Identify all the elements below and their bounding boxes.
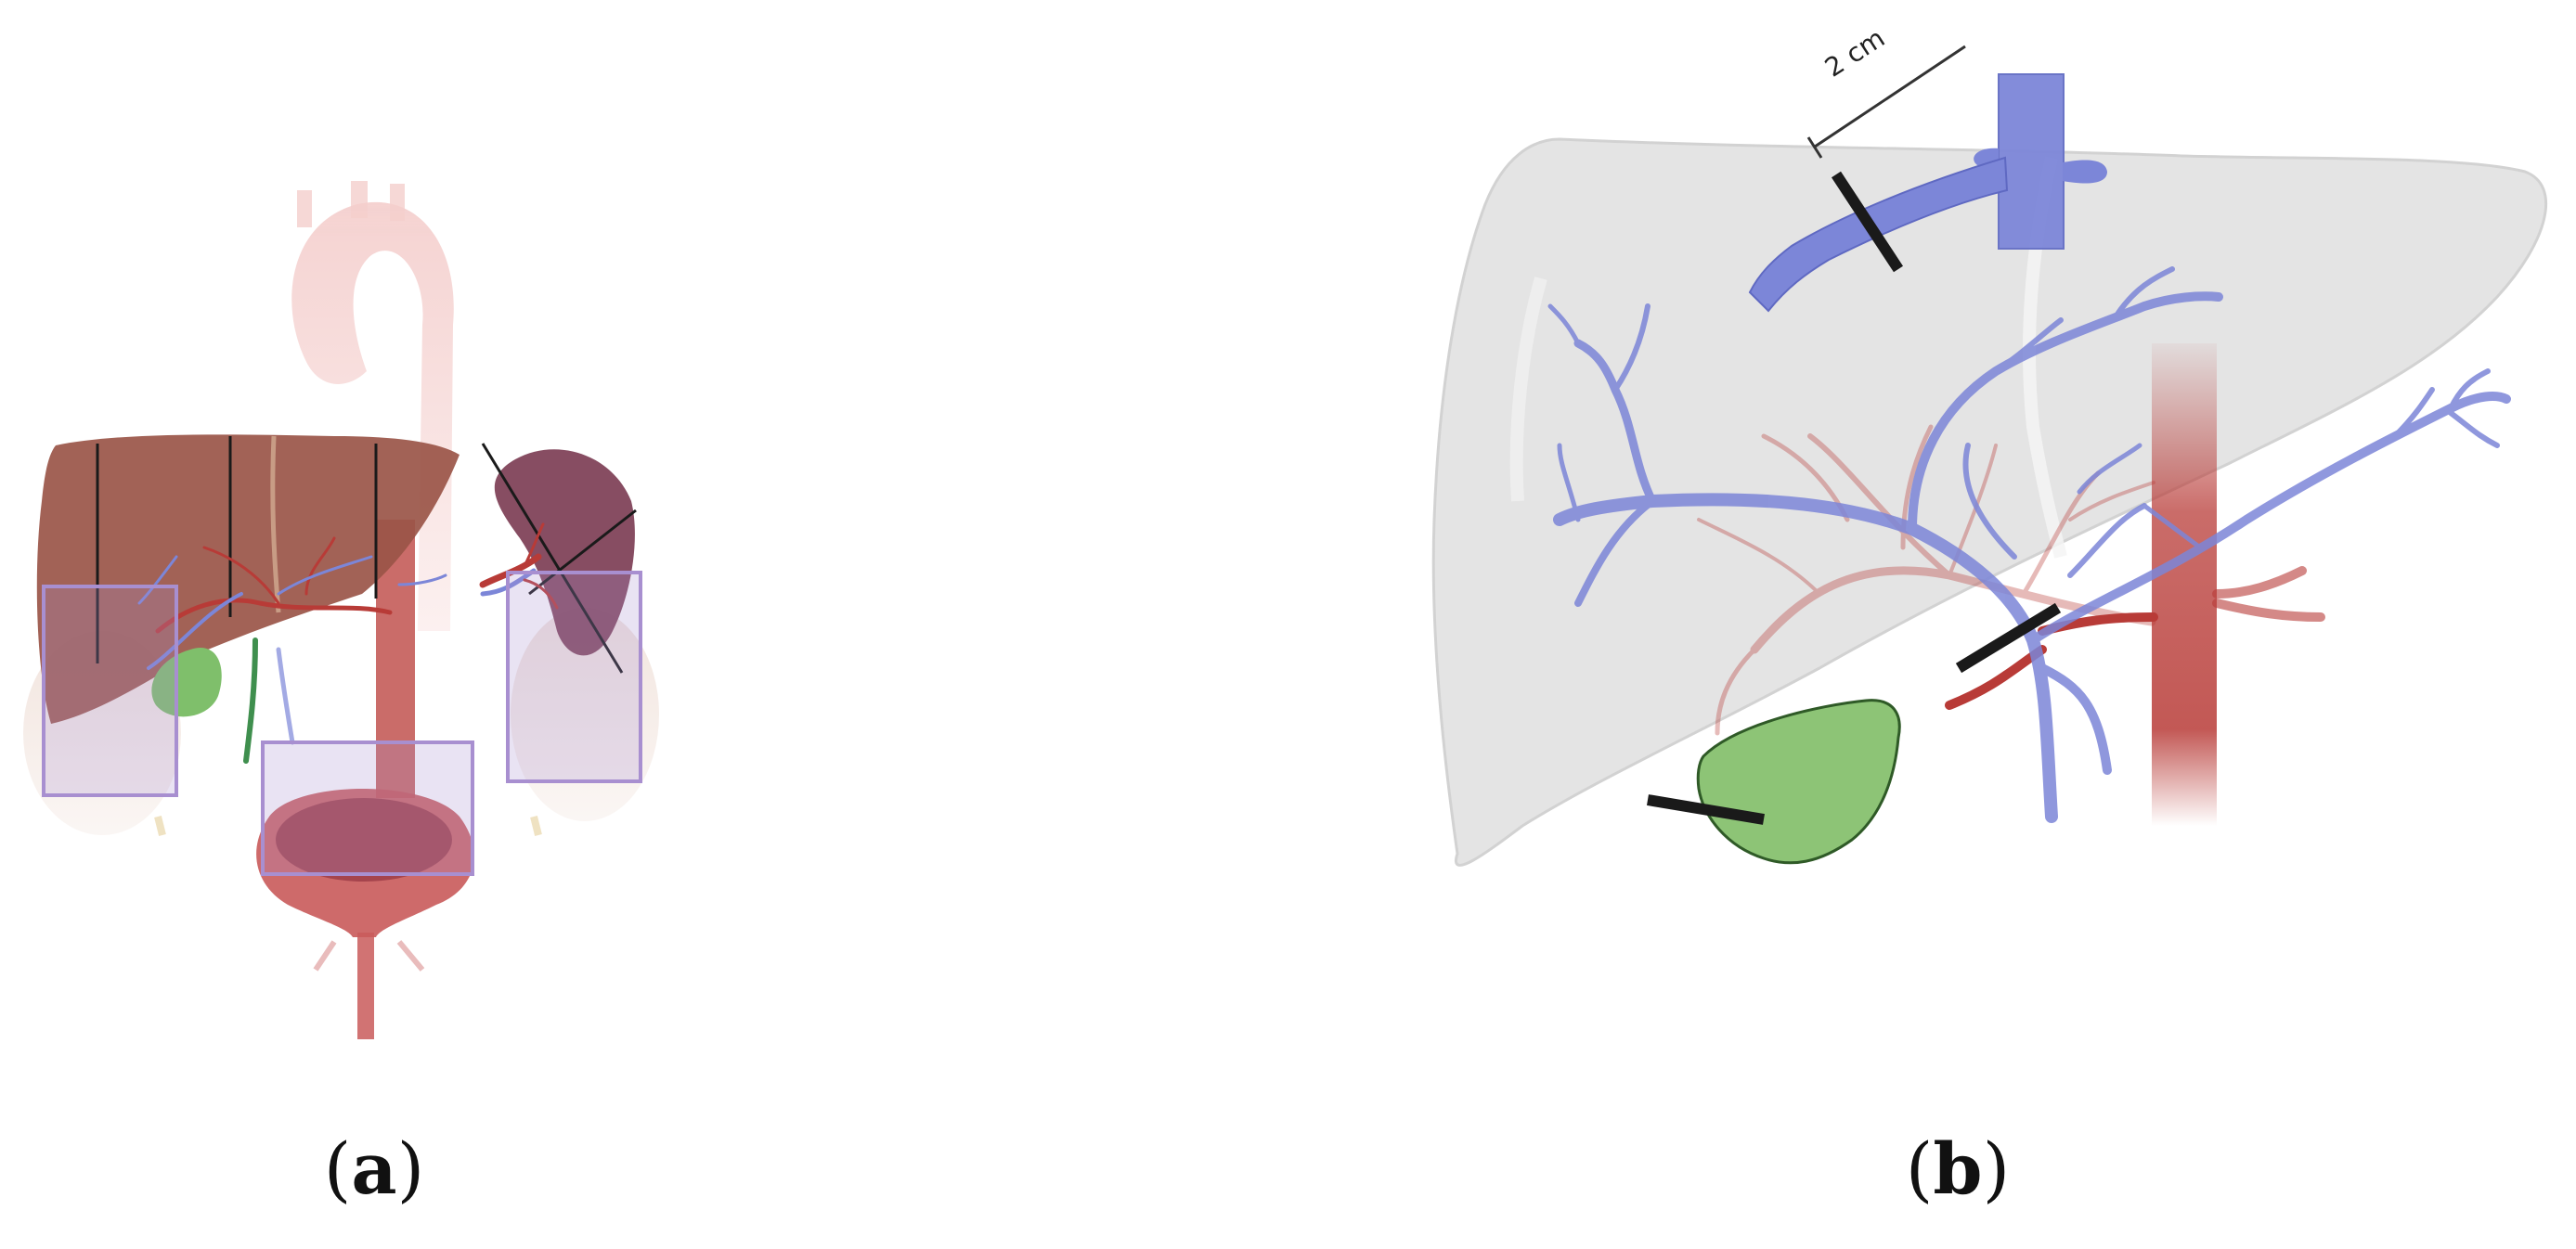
portal-tree-b bbox=[1547, 266, 2511, 823]
bladder-a bbox=[256, 789, 474, 1039]
panel-a-caption: (a) bbox=[323, 1127, 425, 1210]
scale-bar bbox=[1806, 45, 1966, 159]
highlight-boxes-a bbox=[42, 571, 642, 876]
panel-b bbox=[1431, 45, 2547, 867]
panel-b-caption: (b) bbox=[1905, 1127, 2011, 1210]
spleen-a bbox=[481, 443, 637, 674]
highlight-box-right-kidney bbox=[42, 585, 178, 797]
highlight-box-left-kidney bbox=[506, 571, 642, 783]
aortic-arch bbox=[291, 181, 454, 632]
cut-marks-b bbox=[1647, 171, 2062, 825]
gallbladder-b bbox=[1696, 699, 1901, 865]
aorta-b bbox=[2152, 343, 2217, 826]
highlight-box-bladder bbox=[261, 740, 474, 876]
liver-a bbox=[36, 434, 460, 724]
liver-highlight bbox=[1509, 277, 1547, 502]
panel-b-label: b bbox=[1933, 1127, 1983, 1210]
cut-mark-hepatic-vein bbox=[1831, 171, 1904, 273]
panel-a bbox=[23, 181, 659, 1039]
vessels-a bbox=[137, 536, 447, 764]
cut-mark-gallbladder bbox=[1647, 794, 1765, 825]
cut-mark-hilum bbox=[1955, 602, 2062, 674]
gallbladder-a bbox=[151, 648, 222, 717]
inferior-vena-cava bbox=[1974, 73, 2107, 250]
liver-b bbox=[1431, 137, 2547, 867]
panel-a-label: a bbox=[351, 1127, 397, 1210]
